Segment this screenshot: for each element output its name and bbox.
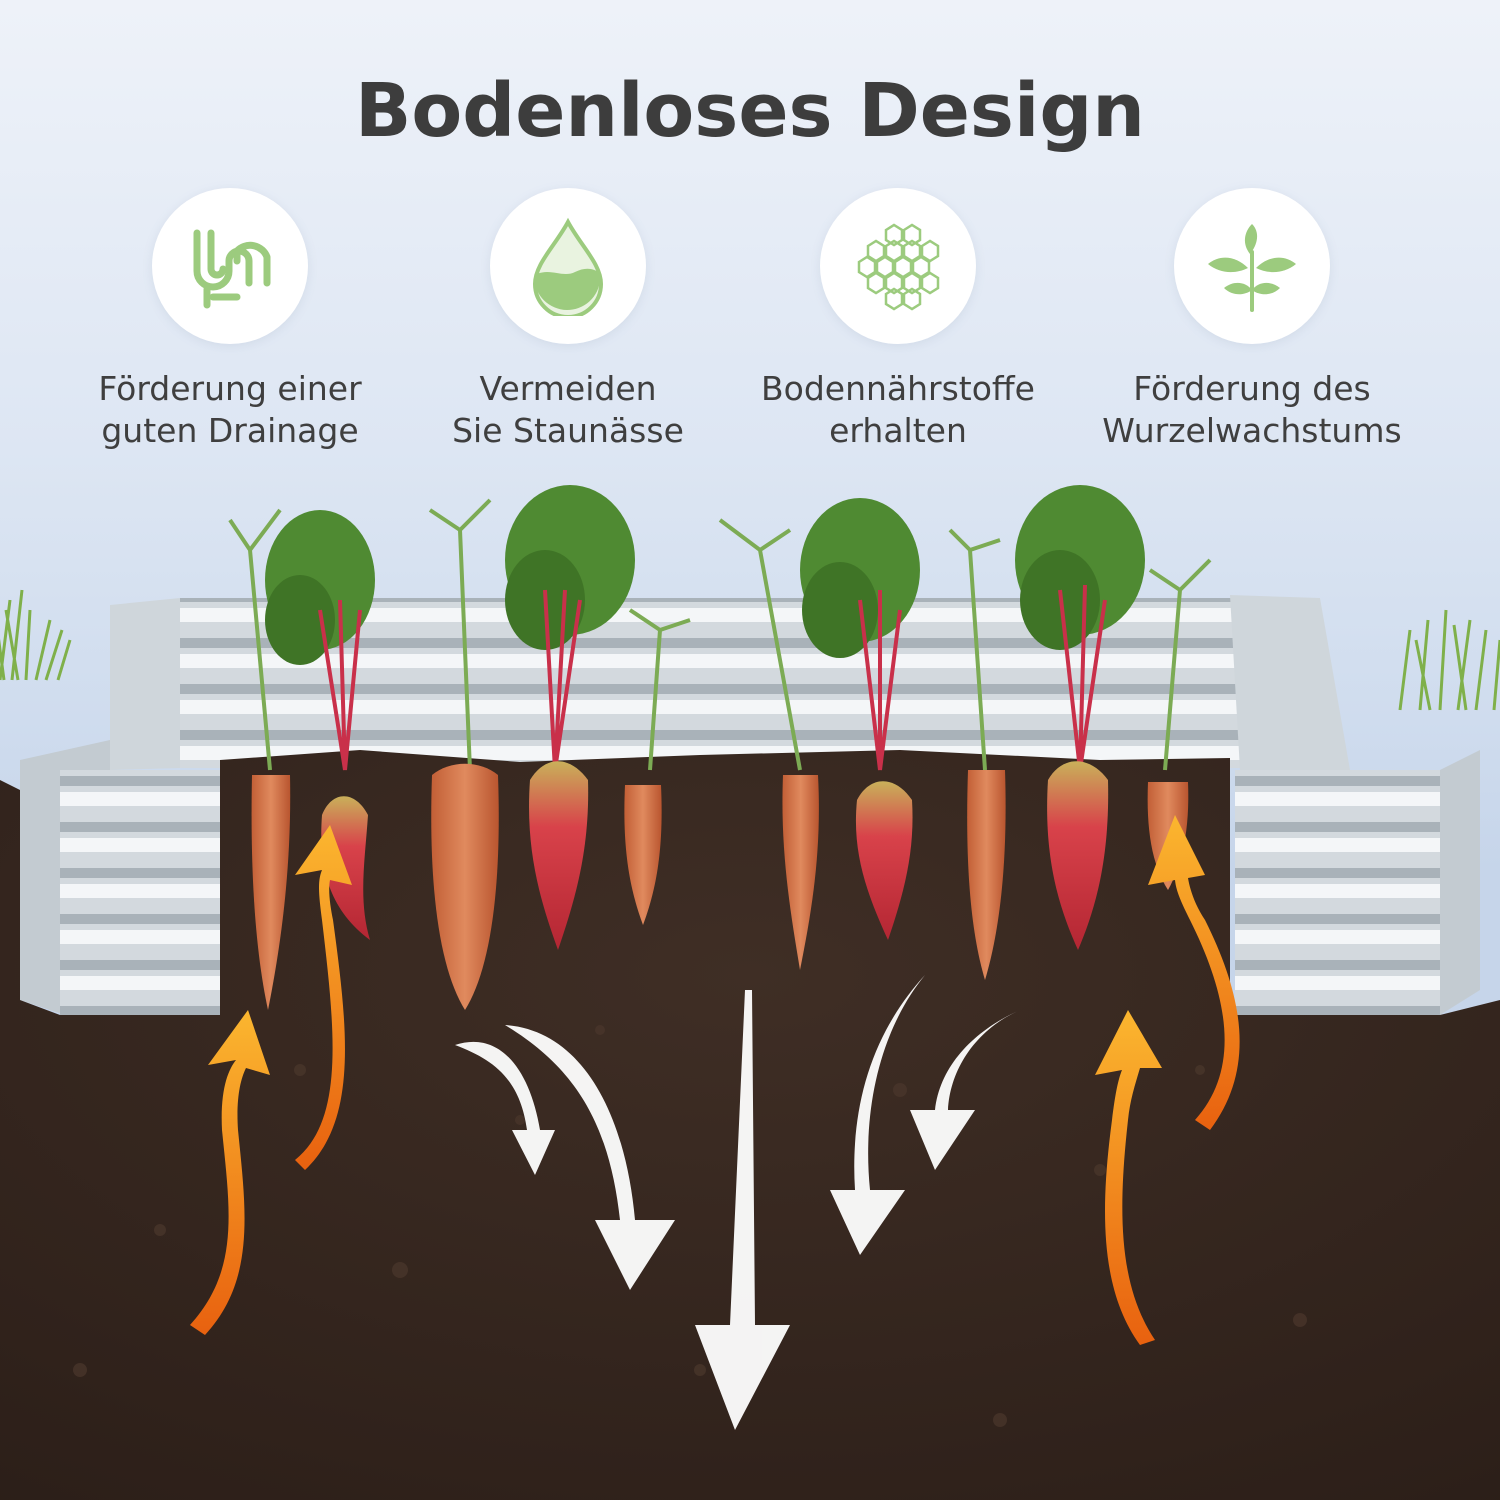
feature-drainage: Förderung einer guten Drainage bbox=[65, 188, 395, 452]
sprout-icon bbox=[1208, 224, 1296, 312]
bed-back-wall bbox=[180, 598, 1320, 768]
beet bbox=[529, 761, 589, 950]
feature-label-line1: Förderung einer bbox=[98, 369, 362, 408]
grass-right bbox=[1398, 609, 1500, 711]
bed-right-corner bbox=[1440, 750, 1480, 1015]
feature-icon-circle bbox=[1174, 188, 1330, 344]
feature-icon-circle bbox=[490, 188, 646, 344]
bed-right-side bbox=[1230, 595, 1350, 770]
beet bbox=[1047, 761, 1109, 950]
feature-waterlogging: Vermeiden Sie Staunässe bbox=[403, 188, 733, 452]
root-growth-arrows bbox=[190, 815, 1240, 1345]
feature-label-line1: Förderung des bbox=[1133, 369, 1371, 408]
carrot bbox=[431, 763, 499, 1010]
carrot bbox=[967, 770, 1006, 980]
feature-label-line2: Wurzelwachstums bbox=[1102, 411, 1402, 450]
root-vegetables bbox=[251, 761, 1189, 1010]
bed-front-left-wall bbox=[60, 770, 220, 1015]
feature-icon-circle bbox=[820, 188, 976, 344]
carrot bbox=[624, 785, 662, 925]
feature-label-line1: Bodennährstoffe bbox=[761, 369, 1035, 408]
water-flow-arrows bbox=[455, 975, 1020, 1430]
feature-label-line2: erhalten bbox=[829, 411, 967, 450]
drainage-pipe-icon bbox=[193, 229, 271, 309]
feature-root-growth: Förderung des Wurzelwachstums bbox=[1087, 188, 1417, 452]
soil-texture bbox=[73, 1025, 1307, 1427]
feature-nutrients: Bodennährstoffe erhalten bbox=[733, 188, 1063, 452]
bed-left-side bbox=[110, 598, 180, 770]
carrot bbox=[782, 775, 819, 970]
bed-front-right-wall bbox=[1235, 770, 1440, 1015]
plant-foliage bbox=[228, 485, 1212, 771]
honeycomb-icon bbox=[857, 223, 940, 311]
feature-label-line2: guten Drainage bbox=[101, 411, 359, 450]
page-title: Bodenloses Design bbox=[354, 68, 1145, 154]
beet bbox=[855, 781, 913, 940]
water-drop-icon bbox=[532, 217, 604, 316]
garden-bed-illustration bbox=[0, 485, 1500, 1500]
carrot bbox=[251, 775, 291, 1010]
feature-label-line2: Sie Staunässe bbox=[452, 411, 684, 450]
feature-label-line1: Vermeiden bbox=[479, 369, 657, 408]
grass-left bbox=[0, 589, 72, 681]
feature-icon-circle bbox=[152, 188, 308, 344]
